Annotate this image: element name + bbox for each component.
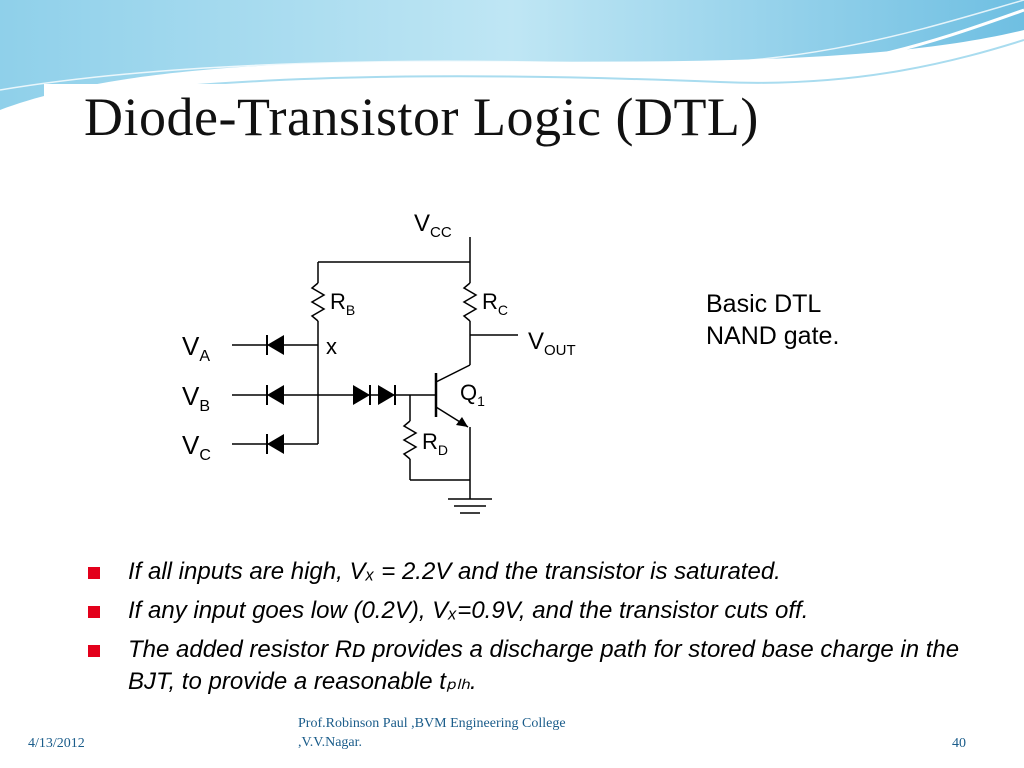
- rd-label: RD: [422, 429, 448, 458]
- va-label: VA: [182, 331, 210, 365]
- circuit-caption: Basic DTL NAND gate.: [706, 288, 839, 352]
- series-diode-2: [378, 385, 396, 405]
- q1-label: Q1: [460, 380, 485, 409]
- content-panel: [44, 84, 978, 712]
- bullet-text: If any input goes low (0.2V), Vₓ=0.9V, a…: [128, 597, 809, 624]
- rb-resistor: [310, 282, 326, 322]
- footer-date: 4/13/2012: [28, 736, 85, 751]
- bullet-text: The added resistor Rᴅ provides a dischar…: [128, 636, 960, 695]
- rd-resistor: [402, 420, 418, 460]
- footer-author-line-2: ,V.V.Nagar.: [298, 735, 363, 750]
- footer-author-line-1: Prof.Robinson Paul ,BVM Engineering Coll…: [298, 716, 566, 731]
- caption-line-2: NAND gate.: [706, 322, 840, 350]
- vcc-label: VCC: [414, 210, 452, 241]
- series-diode-1: [353, 385, 371, 405]
- vout-label: VOUT: [528, 328, 576, 359]
- vc-label: VC: [182, 430, 211, 464]
- diode-c: [266, 434, 284, 454]
- rb-label: RB: [330, 289, 355, 318]
- bullet-list: If all inputs are high, Vₓ = 2.2V and th…: [88, 556, 968, 705]
- bullet-text: If all inputs are high, Vₓ = 2.2V and th…: [128, 558, 781, 585]
- bullet-square-icon: [88, 567, 100, 579]
- rc-resistor: [462, 282, 478, 322]
- diode-a: [266, 335, 284, 355]
- node-x-label: x: [326, 334, 337, 359]
- q1-emitter-arrow: [456, 417, 468, 427]
- rc-label: RC: [482, 289, 508, 318]
- bullet-square-icon: [88, 606, 100, 618]
- bullet-item: If any input goes low (0.2V), Vₓ=0.9V, a…: [88, 595, 968, 627]
- bullet-item: If all inputs are high, Vₓ = 2.2V and th…: [88, 556, 968, 588]
- bullet-square-icon: [88, 645, 100, 657]
- bullet-item: The added resistor Rᴅ provides a dischar…: [88, 634, 968, 698]
- slide-title: Diode-Transistor Logic (DTL): [84, 87, 759, 147]
- page-number: 40: [952, 736, 966, 751]
- footer-author: Prof.Robinson Paul ,BVM Engineering Coll…: [298, 714, 678, 752]
- dtl-nand-circuit-diagram: VCC RB RC VOUT x Q1 RD VA VB VC: [182, 210, 576, 514]
- q1-collector-lead: [435, 364, 471, 383]
- vb-label: VB: [182, 381, 210, 415]
- diode-b: [266, 385, 284, 405]
- caption-line-1: Basic DTL: [706, 290, 822, 318]
